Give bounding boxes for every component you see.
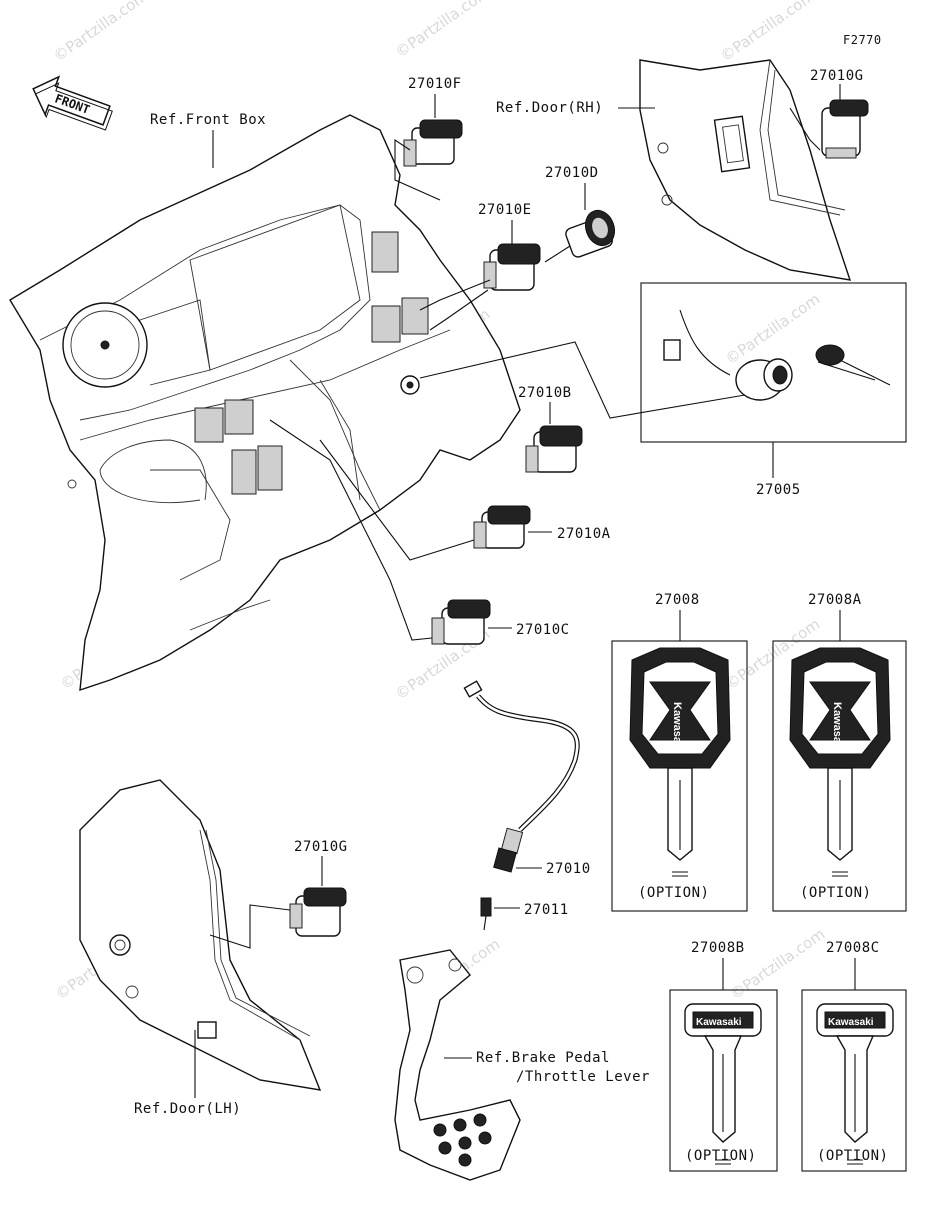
- watermark: ©Partzilla.com: [717, 0, 818, 65]
- key-brand: Kawasaki: [831, 702, 843, 752]
- ref-front-box-label: Ref.Front Box: [150, 112, 266, 128]
- label-27005: 27005: [756, 482, 801, 498]
- label-27008c: 27008C: [826, 940, 880, 956]
- option-label-27008a: (OPTION): [800, 885, 871, 901]
- label-27010c: 27010C: [516, 622, 570, 638]
- switch-27010b: [525, 425, 583, 473]
- switch-27010g-bottom: [289, 887, 347, 937]
- label-27010d: 27010D: [545, 165, 599, 181]
- label-27010f: 27010F: [408, 76, 462, 92]
- key-brand: Kawasaki: [696, 1017, 742, 1028]
- ref-door-rh-label: Ref.Door(RH): [496, 100, 603, 116]
- ref-brake-pedal-label-2: /Throttle Lever: [516, 1069, 650, 1085]
- switch-27010f: [403, 119, 463, 167]
- label-27010g-top: 27010G: [810, 68, 864, 84]
- figure-code: F2770: [843, 33, 882, 47]
- label-27010b: 27010B: [518, 385, 572, 401]
- key-27008: Kawasaki: [629, 647, 731, 877]
- ref-door-lh-label: Ref.Door(LH): [134, 1101, 241, 1117]
- watermark: ©Partzilla.com: [722, 290, 823, 368]
- label-27010g-bottom: 27010G: [294, 839, 348, 855]
- watermark: ©Partzilla.com: [392, 0, 493, 61]
- brake-switch-27010: [463, 680, 580, 873]
- label-27008: 27008: [655, 592, 700, 608]
- option-label-27008b: (OPTION): [685, 1148, 756, 1164]
- label-27008b: 27008B: [691, 940, 745, 956]
- label-27011: 27011: [524, 902, 569, 918]
- watermark: ©Partzilla.com: [727, 925, 828, 1003]
- ref-brake-pedal-label-1: Ref.Brake Pedal: [476, 1050, 610, 1066]
- switch-27010d: [565, 209, 616, 258]
- front-arrow-icon: FRONT: [32, 75, 113, 131]
- key-box-27008c: [801, 989, 907, 1172]
- label-27010e: 27010E: [478, 202, 532, 218]
- label-27010: 27010: [546, 861, 591, 877]
- door-lh-illustration: [79, 779, 322, 1091]
- key-27008b: Kawasaki: [684, 1003, 762, 1165]
- door-rh-illustration: [639, 59, 852, 281]
- screw-27011: [480, 897, 492, 931]
- ignition-switch-27005: [663, 309, 891, 401]
- switch-27010g-top: [821, 99, 869, 159]
- label-27008a: 27008A: [808, 592, 862, 608]
- brake-pedal-illustration: [394, 949, 521, 1181]
- switch-27010e: [483, 243, 541, 291]
- switch-27010c: [431, 599, 491, 645]
- option-label-27008: (OPTION): [638, 885, 709, 901]
- front-box-illustration: [9, 114, 521, 692]
- watermark: ©Partzilla.com: [50, 0, 151, 65]
- label-27010a: 27010A: [557, 526, 611, 542]
- key-brand: Kawasaki: [671, 702, 683, 752]
- key-brand: Kawasaki: [828, 1017, 874, 1028]
- option-label-27008c: (OPTION): [817, 1148, 888, 1164]
- switch-27010a: [473, 505, 531, 549]
- key-27008a: Kawasaki: [789, 647, 891, 877]
- key-27008c: Kawasaki: [816, 1003, 894, 1165]
